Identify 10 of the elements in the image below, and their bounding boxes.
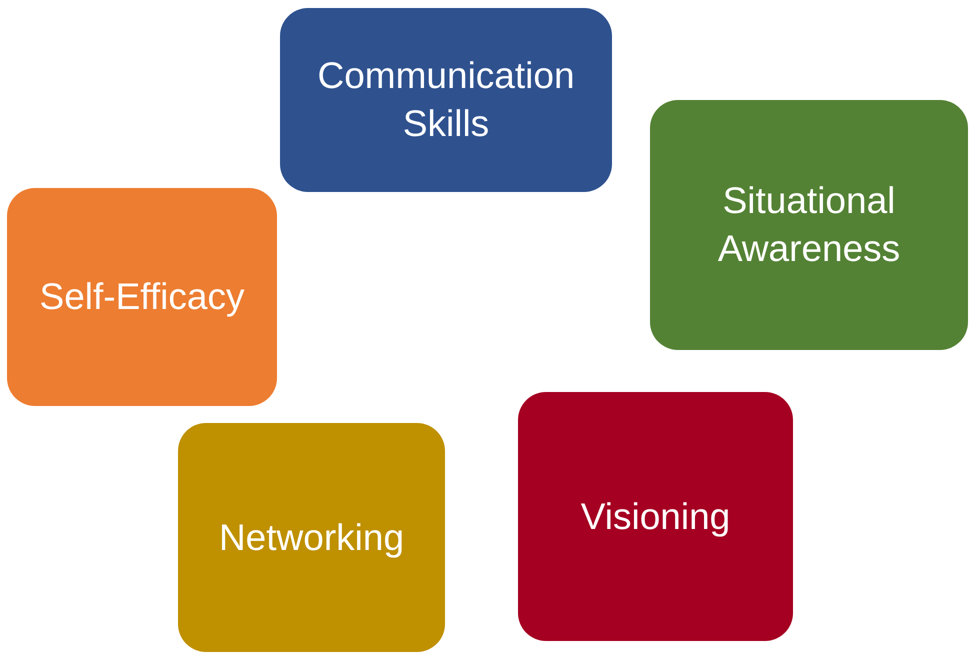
box-label: Visioning <box>580 494 732 539</box>
rounded-box <box>178 423 445 652</box>
box-label: Situational Awareness <box>716 179 902 271</box>
box-label: Self-Efficacy <box>38 275 246 319</box>
rounded-box <box>7 188 277 406</box>
rounded-box <box>518 392 793 641</box>
rounded-box <box>280 8 612 192</box>
rounded-box <box>650 100 968 350</box>
box-label: Networking <box>218 516 406 560</box>
box-label: Communication Skills <box>316 54 576 146</box>
